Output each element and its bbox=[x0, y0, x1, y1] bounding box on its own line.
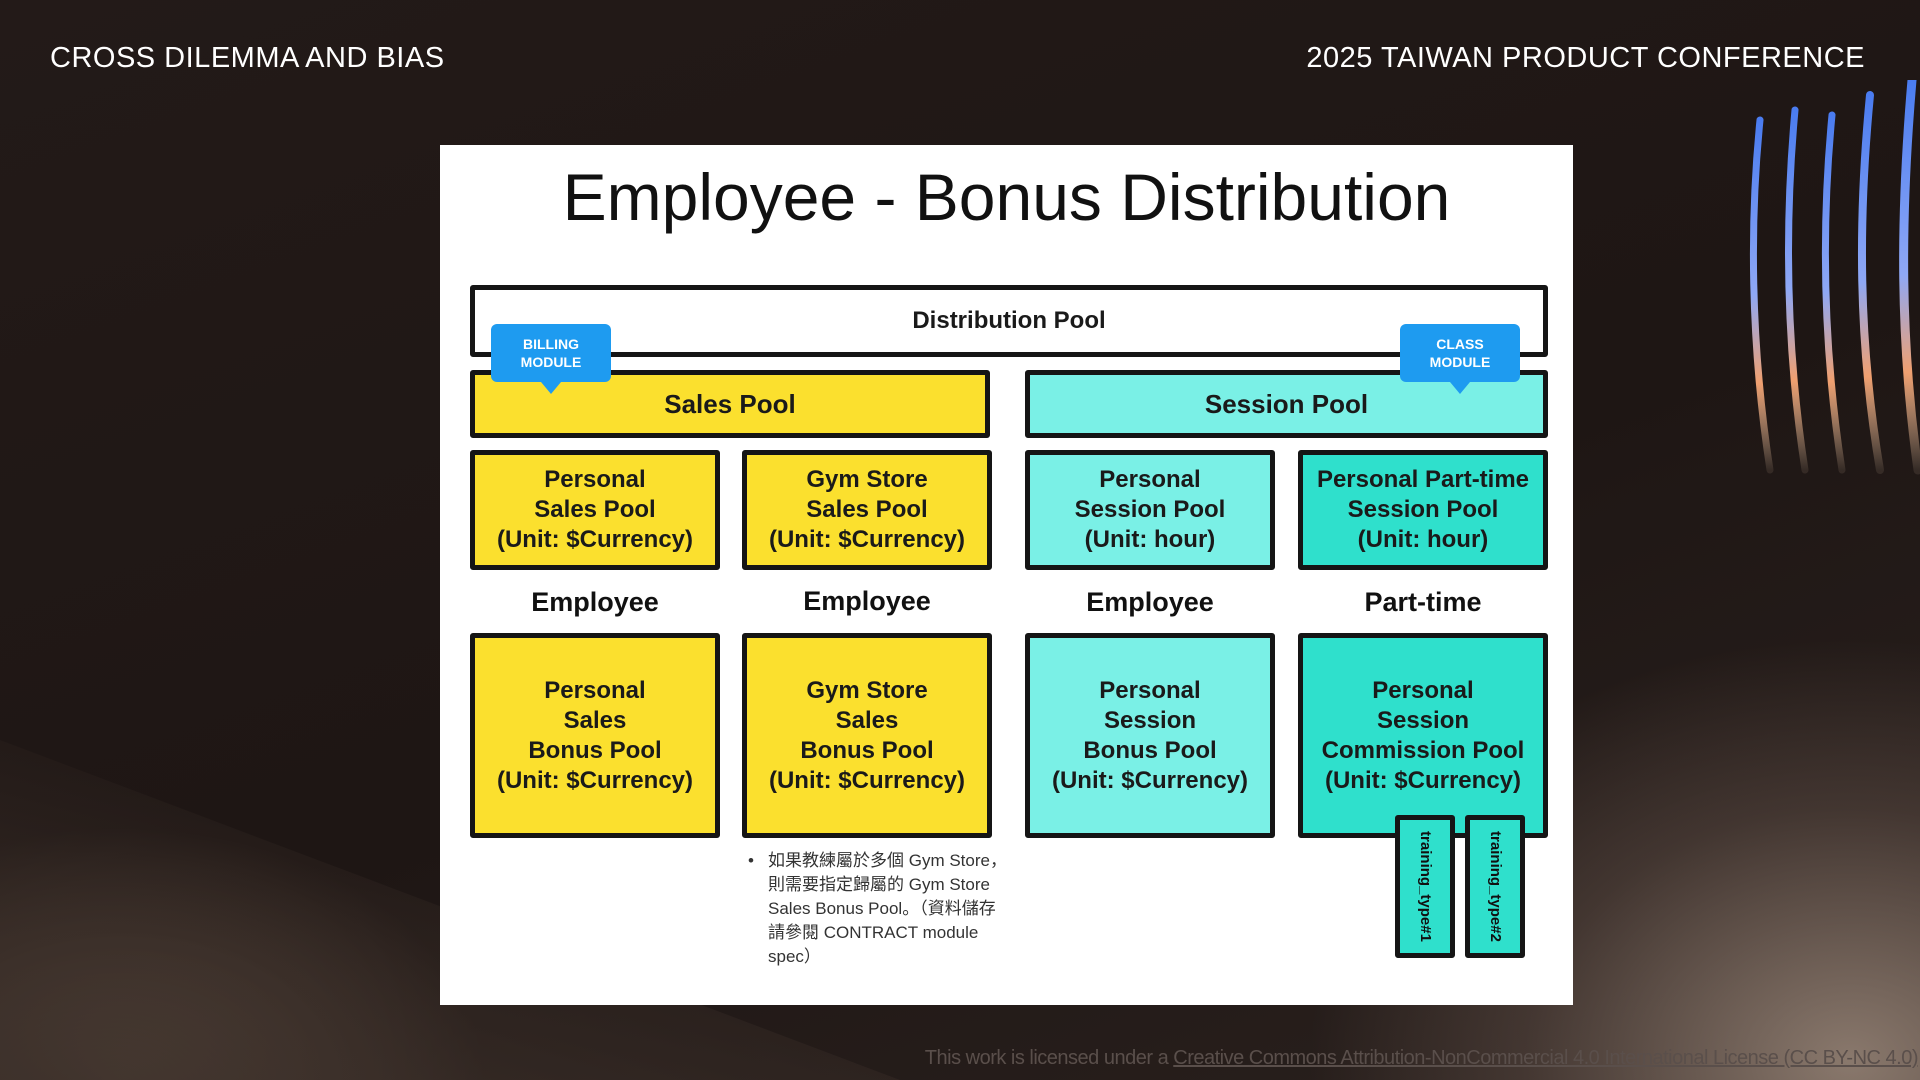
light-streak bbox=[1899, 80, 1920, 475]
training-type-1-label: training_type#1 bbox=[1416, 831, 1434, 942]
training-type-2-tab: training_type#2 bbox=[1465, 815, 1525, 958]
personal-session-commission-pool-box: Personal Session Commission Pool (Unit: … bbox=[1298, 633, 1548, 838]
decorative-light-streaks bbox=[1749, 80, 1920, 475]
session-pool-label: Session Pool bbox=[1204, 389, 1369, 419]
distribution-pool-box: Distribution Pool bbox=[470, 285, 1548, 357]
personal-session-bonus-pool-box: Personal Session Bonus Pool (Unit: $Curr… bbox=[1025, 633, 1275, 838]
personal-sales-pool-box: Personal Sales Pool (Unit: $Currency) bbox=[470, 450, 720, 570]
session-pool-box: Session Pool bbox=[1025, 370, 1548, 438]
gym-store-sales-bonus-pool-box: Gym Store Sales Bonus Pool (Unit: $Curre… bbox=[742, 633, 992, 838]
column-label-employee: Employee bbox=[1086, 587, 1214, 617]
light-streak bbox=[1784, 106, 1809, 474]
header-conference-name: 2025 TAIWAN PRODUCT CONFERENCE bbox=[1306, 42, 1865, 74]
diagram-title: Employee - Bonus Distribution bbox=[562, 160, 1451, 234]
column-label-part-time: Part-time bbox=[1364, 587, 1482, 617]
column-label-employee: Employee bbox=[803, 586, 931, 616]
diagram-slide: Employee - Bonus Distribution Distributi… bbox=[440, 145, 1573, 1005]
personal-session-pool-box: Personal Session Pool (Unit: hour) bbox=[1025, 450, 1275, 570]
billing-module-callout: BILLING MODULE bbox=[491, 324, 611, 382]
personal-sales-bonus-pool-box: Personal Sales Bonus Pool (Unit: $Curren… bbox=[470, 633, 720, 838]
billing-callout-pointer bbox=[541, 382, 561, 394]
gym-store-note: 如果教練屬於多個 Gym Store，則需要指定歸屬的 Gym Store Sa… bbox=[748, 849, 1008, 969]
light-streak bbox=[1821, 111, 1846, 474]
license-link[interactable]: Creative Commons Attribution-NonCommerci… bbox=[1173, 1047, 1918, 1069]
class-module-callout: CLASS MODULE bbox=[1400, 324, 1520, 382]
header-section-title: CROSS DILEMMA AND BIAS bbox=[50, 42, 445, 74]
part-time-session-pool-box: Personal Part-time Session Pool (Unit: h… bbox=[1298, 450, 1548, 570]
training-type-2-label: training_type#2 bbox=[1486, 831, 1504, 942]
sales-pool-label: Sales Pool bbox=[664, 389, 796, 419]
gym-store-sales-pool-box: Gym Store Sales Pool (Unit: $Currency) bbox=[742, 450, 992, 570]
column-label-employee: Employee bbox=[531, 587, 659, 617]
light-streak bbox=[1749, 116, 1774, 474]
distribution-pool-label: Distribution Pool bbox=[912, 307, 1106, 334]
class-callout-pointer bbox=[1450, 382, 1470, 394]
license-prefix: This work is licensed under a bbox=[924, 1047, 1174, 1069]
training-type-1-tab: training_type#1 bbox=[1395, 815, 1455, 958]
light-streak bbox=[1858, 91, 1884, 474]
license-notice: This work is licensed under a Creative C… bbox=[924, 1047, 1919, 1070]
